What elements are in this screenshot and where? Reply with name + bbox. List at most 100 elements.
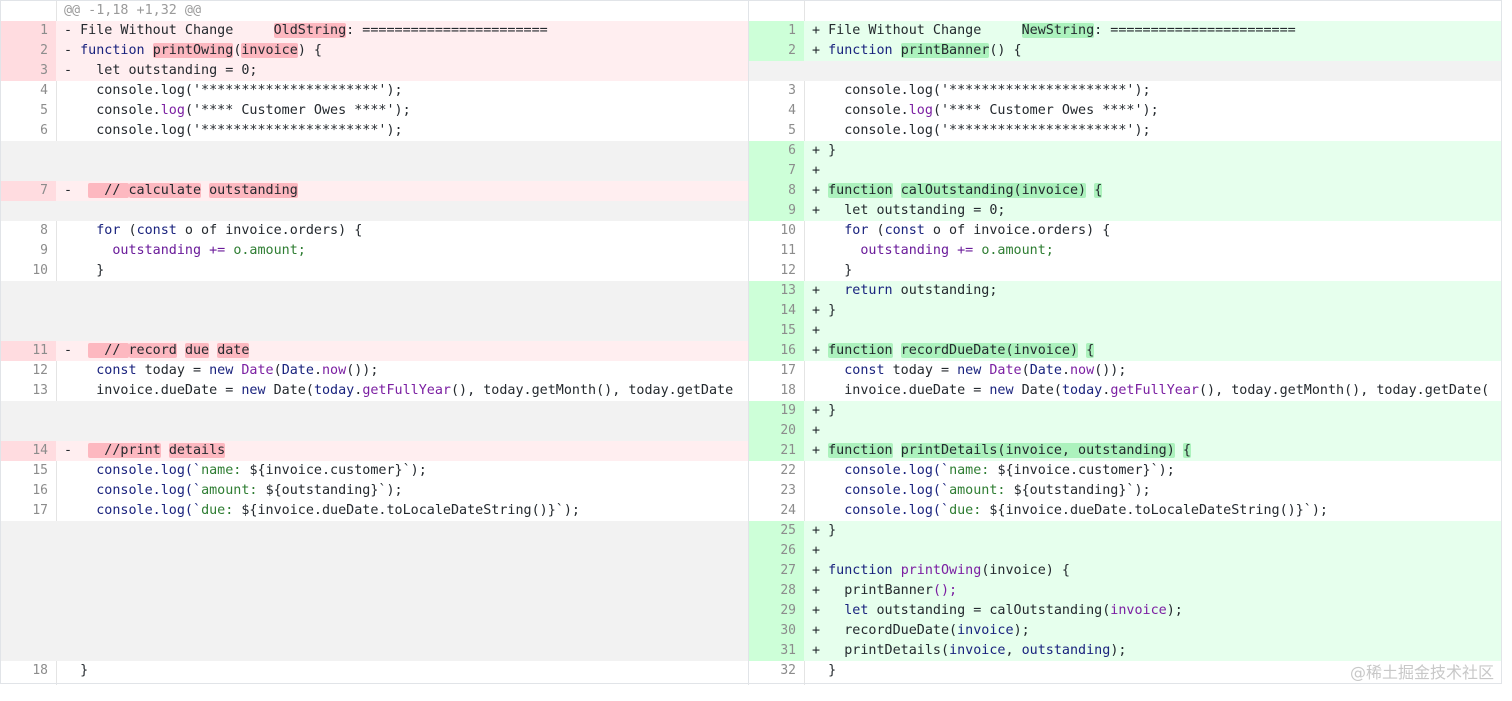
line-number [0,141,56,161]
code-text: + [812,163,821,178]
code-text: for (const o of invoice.orders) { [844,223,1111,238]
line-number: 18 [32,663,48,678]
code-text: console.log(`name: ${invoice.customer}`)… [96,463,427,478]
line-number [0,161,56,181]
left-diff-line [0,161,748,181]
line-number: 32 [780,663,796,678]
code-text [64,401,748,421]
line-number [0,421,56,441]
line-number: 9 [748,201,804,221]
code-text: + } [812,303,837,318]
code-text: - File Without Change OldString: =======… [64,23,548,38]
right-diff-line: 14 + } [748,301,1502,321]
line-number: 14 [748,301,804,321]
code-text [64,161,748,181]
left-diff-line: 9 outstanding += o.amount; [0,241,748,261]
code-text [64,141,748,161]
line-number [0,641,56,661]
right-diff-line: 4 console.log('**** Customer Owes ****')… [748,101,1502,121]
right-diff-line: 7+ [748,161,1502,181]
right-diff-pane: 1+ File Without Change NewString: ======… [748,0,1502,685]
code-text: console.log('**********************'); [64,123,403,138]
right-diff-line: 25+ } [748,521,1502,541]
left-diff-line [0,541,748,561]
code-text [64,541,748,561]
line-number: 28 [748,581,804,601]
left-diff-line [0,521,748,541]
line-number [0,301,56,321]
line-number: 5 [788,123,796,138]
right-diff-line: 24 console.log(`due: ${invoice.dueDate.t… [748,501,1502,521]
right-diff-line: 31 + printDetails(invoice, outstanding); [748,641,1502,661]
line-number: 14 [0,441,56,461]
right-diff-line: 11 outstanding += o.amount; [748,241,1502,261]
code-text: + File Without Change NewString: =======… [812,23,1296,38]
line-number: 2 [748,41,804,61]
code-text: console.log('**********************'); [812,83,1151,98]
left-diff-line [0,281,748,301]
line-number: 31 [748,641,804,661]
code-text: + [812,423,821,438]
code-text [64,581,748,601]
right-diff-line: 1+ File Without Change NewString: ======… [748,21,1502,41]
right-diff-line: 16+ function recordDueDate(invoice) { [748,341,1502,361]
code-text: + function recordDueDate(invoice) { [812,343,1095,358]
right-diff-line: 17 const today = new Date(Date.now()); [748,361,1502,381]
line-number: 29 [748,601,804,621]
left-diff-line: 16 console.log(`amount: ${outstanding}`)… [0,481,748,501]
line-number: 25 [748,521,804,541]
right-diff-line: 10 for (const o of invoice.orders) { [748,221,1502,241]
code-text: console.log('**** Customer Owes ****'); [64,103,411,118]
line-number [0,581,56,601]
right-diff-line: 5 console.log('**********************'); [748,121,1502,141]
left-diff-line [0,581,748,601]
right-diff-line: 6+ } [748,141,1502,161]
left-diff-line: 8 for (const o of invoice.orders) { [0,221,748,241]
line-number [0,321,56,341]
line-number [0,1,56,21]
code-text [812,61,1502,81]
code-text: outstanding += o.amount; [112,243,306,258]
code-text: + function printBanner() { [812,43,1022,58]
left-diff-line: 13 invoice.dueDate = new Date(today.getF… [0,381,748,401]
line-number: 7 [0,181,56,201]
line-number [0,561,56,581]
code-text: console.log('**********************'); [64,83,403,98]
left-diff-line [0,561,748,581]
right-diff-line: 30+ recordDueDate(invoice); [748,621,1502,641]
code-text: const today = new Date(Date.now()); [844,363,1127,378]
code-text: - // record due date [64,343,250,358]
line-number: 5 [40,103,48,118]
line-number: 30 [748,621,804,641]
left-diff-line: 6 console.log('**********************'); [0,121,748,141]
right-diff-line: 2 + function printBanner() { [748,41,1502,61]
line-number: 23 [780,483,796,498]
left-diff-line [0,301,748,321]
code-text: } [812,663,837,678]
line-number [0,281,56,301]
code-text [64,421,748,441]
code-text [64,321,748,341]
right-diff-line: 29+ let outstanding = calOutstanding(inv… [748,601,1502,621]
line-number: 17 [780,363,796,378]
line-number: 15 [32,463,48,478]
left-diff-line: 15 console.log(`name: ${invoice.customer… [0,461,748,481]
line-number: 2 [0,41,56,61]
code-text: + [812,543,821,558]
code-text [64,201,748,221]
code-text: } [64,663,89,678]
left-diff-line: 17 console.log(`due: ${invoice.dueDate.t… [0,501,748,521]
code-text: + let outstanding = 0; [812,203,1006,218]
line-number: 27 [748,561,804,581]
code-text: } [64,263,105,278]
code-text: + printDetails(invoice, outstanding); [812,643,1127,658]
code-text: - //print details [64,443,226,458]
line-number: 10 [32,263,48,278]
right-diff-line: 26+ [748,541,1502,561]
code-text [64,561,748,581]
pane-divider [748,0,749,685]
left-diff-line [0,321,748,341]
line-number: 12 [32,363,48,378]
code-text: + function calOutstanding(invoice) { [812,183,1103,198]
right-diff-line: 3 console.log('**********************'); [748,81,1502,101]
